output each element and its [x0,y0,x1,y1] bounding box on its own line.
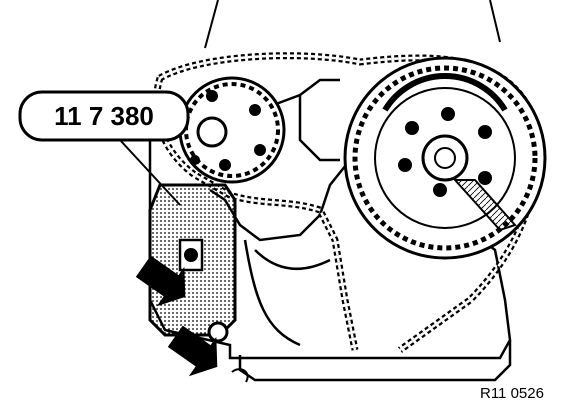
tool-callout-label: 11 7 380 [54,101,154,131]
left-camshaft-sprocket [178,76,286,184]
tool-callout-box: 11 7 380 [18,90,190,142]
top-guide-lines [204,0,501,49]
callout-leader [119,139,181,206]
down-right-arrow-icon [135,255,186,307]
tensioner-tool [148,183,237,343]
bracket-detail [231,368,249,383]
reference-code: R11 0526 [480,385,544,402]
right-camshaft-sprocket [343,56,547,260]
down-right-arrow-icon [167,325,218,377]
